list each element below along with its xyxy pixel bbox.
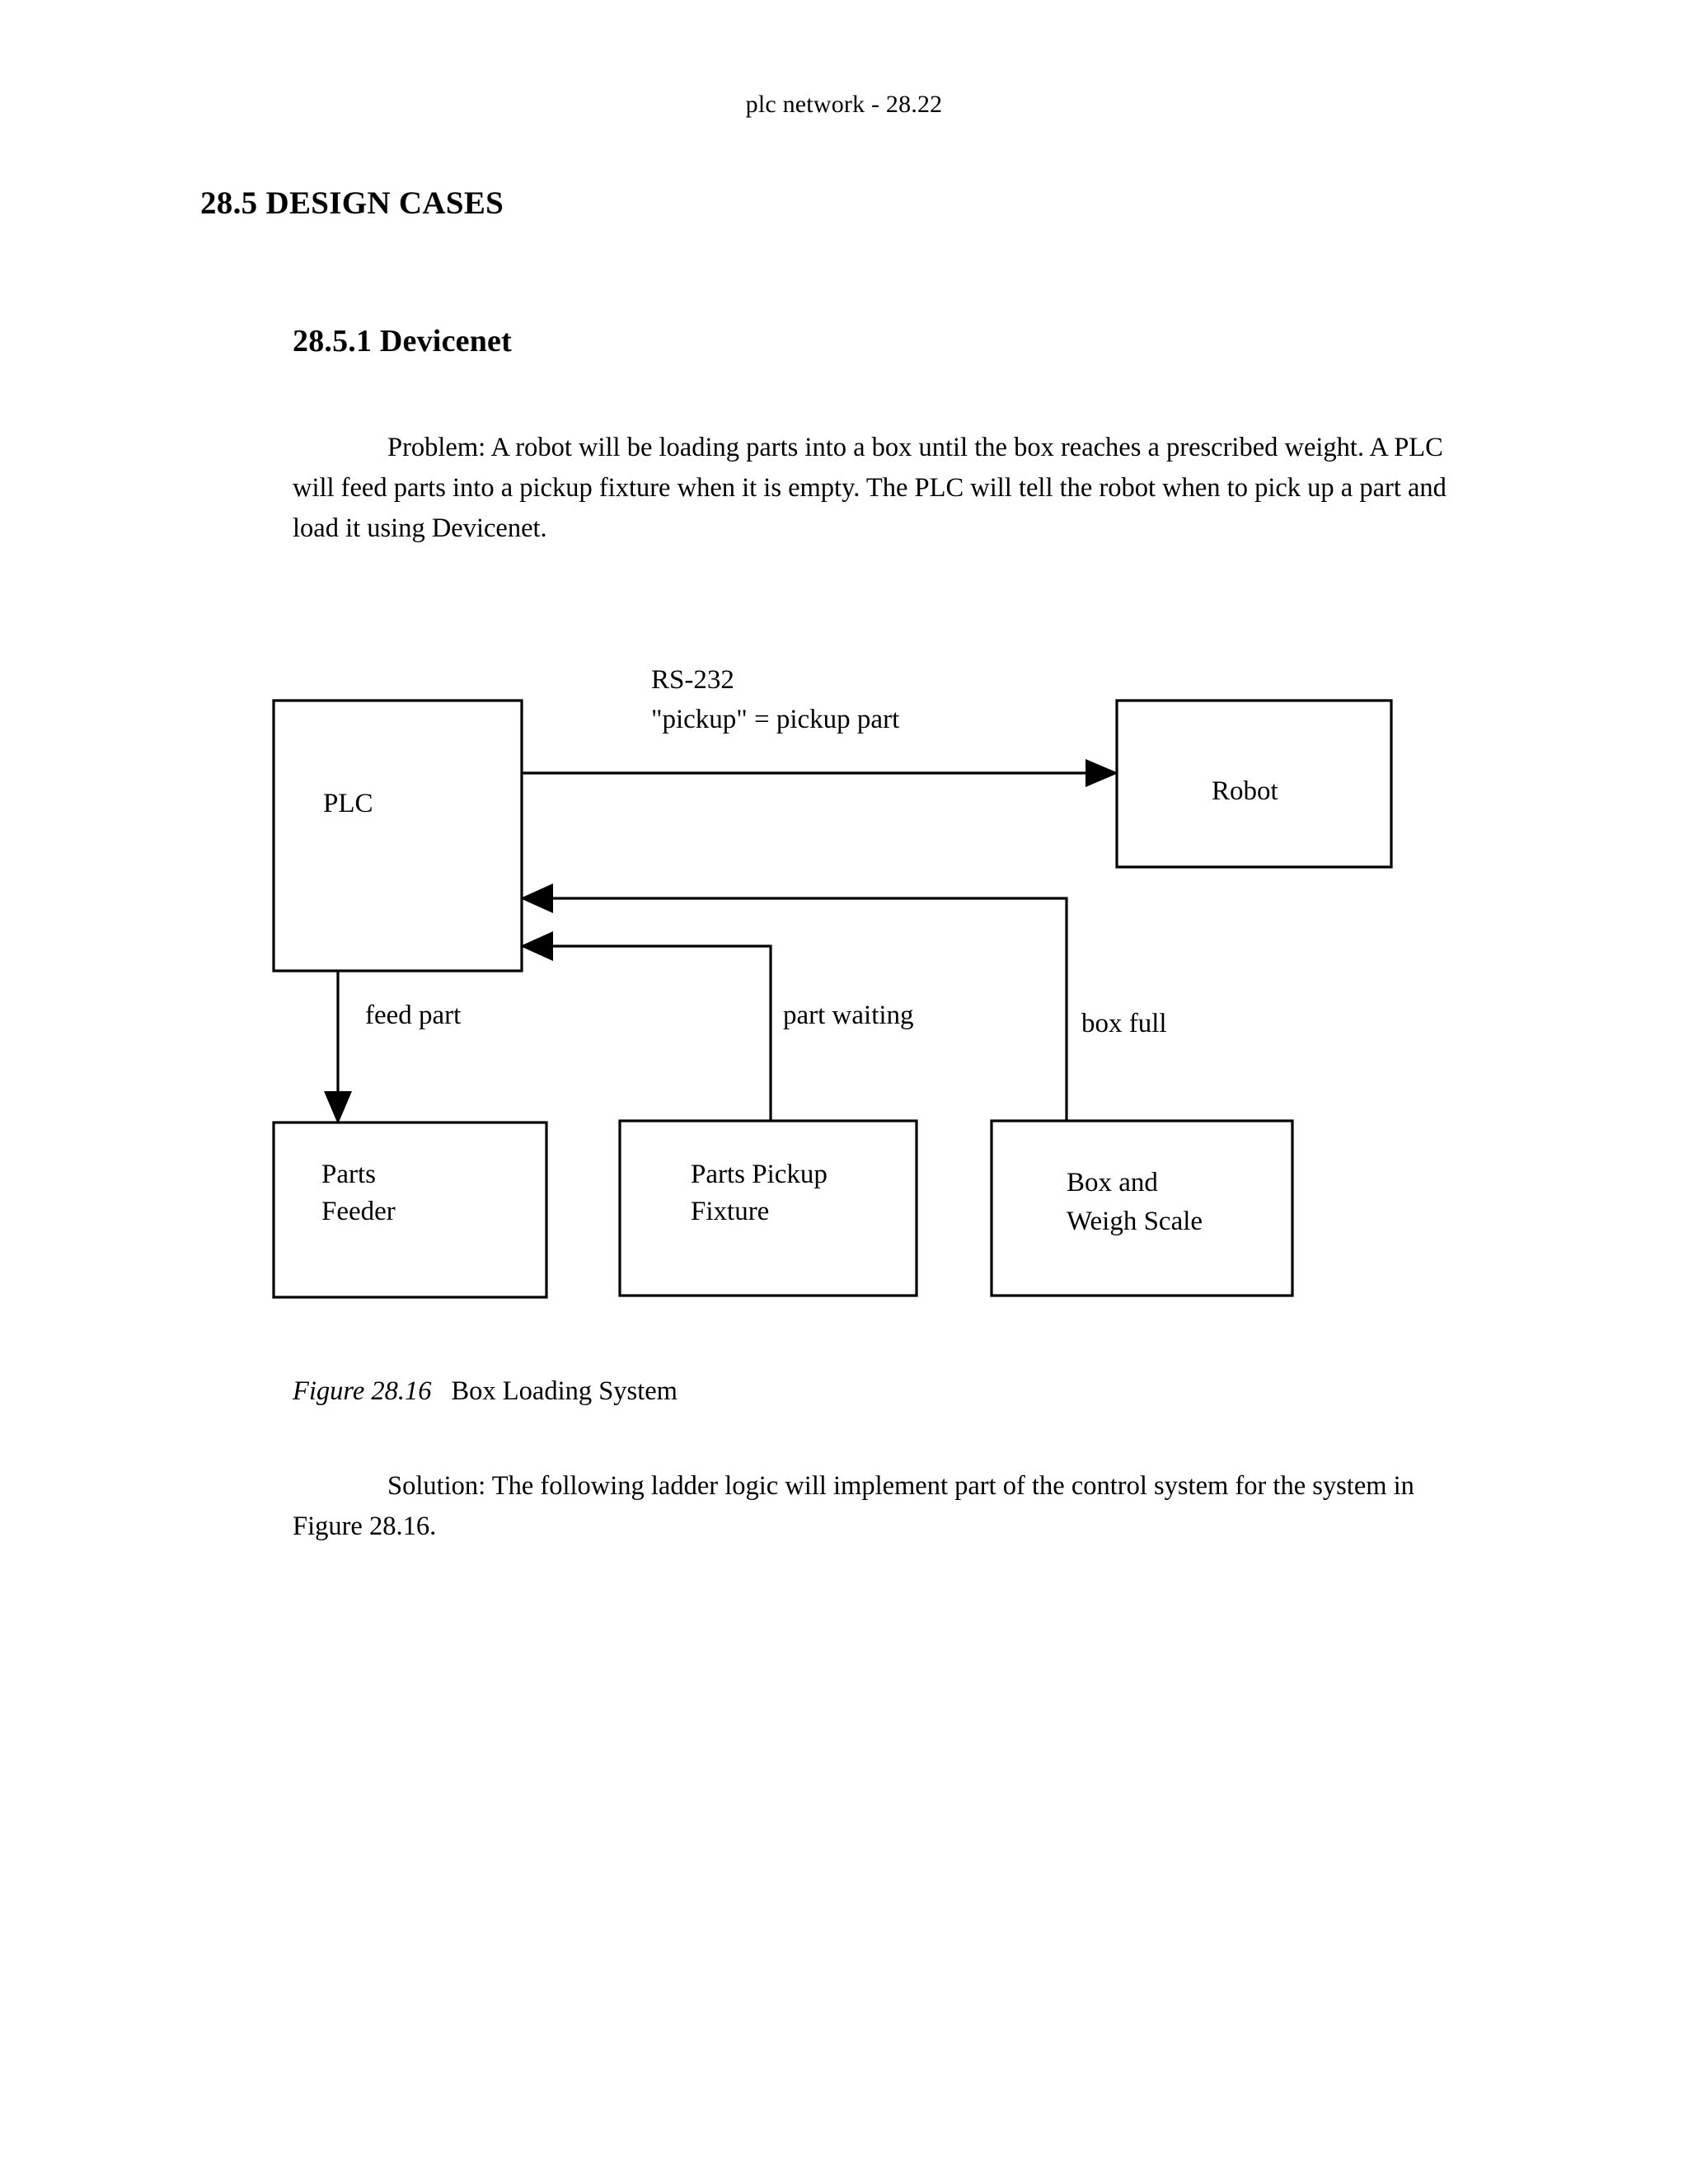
robot-label: Robot	[1212, 776, 1278, 806]
figure-box-loading-system: PLC Robot Parts Feeder Parts Pickup Fixt…	[0, 643, 1688, 1327]
box-full-line	[534, 897, 1068, 1121]
feed-part-label: feed part	[365, 1001, 461, 1030]
robot-box	[1115, 699, 1393, 869]
plc-to-robot-arrowhead	[1085, 759, 1118, 787]
problem-paragraph: Problem: A robot will be loading parts i…	[293, 433, 1447, 543]
section-heading: 28.5 DESIGN CASES	[200, 185, 504, 221]
parts-pickup-label-line2: Fixture	[691, 1197, 769, 1226]
figure-caption: Figure 28.16 Box Loading System	[293, 1376, 678, 1407]
subsection-heading: 28.5.1 Devicenet	[293, 324, 512, 359]
box-weigh-scale-box	[990, 1119, 1294, 1297]
part-waiting-label: part waiting	[783, 1001, 914, 1030]
part-waiting-arrowhead	[520, 931, 553, 961]
figure-caption-text: Box Loading System	[451, 1376, 678, 1406]
solution-paragraph: Solution: The following ladder logic wil…	[293, 1471, 1414, 1541]
box-scale-label-line2: Weigh Scale	[1067, 1207, 1203, 1236]
parts-pickup-fixture-box	[618, 1119, 918, 1297]
box-scale-label-line1: Box and	[1067, 1168, 1158, 1197]
rs232-label-line2: "pickup" = pickup part	[651, 705, 899, 734]
plc-box	[272, 699, 523, 972]
feed-part-arrowhead	[324, 1091, 352, 1124]
parts-feeder-box	[272, 1121, 548, 1299]
running-header: plc network - 28.22	[745, 91, 943, 118]
plc-label: PLC	[323, 789, 373, 818]
figure-caption-label: Figure 28.16	[293, 1376, 432, 1406]
part-waiting-line	[534, 944, 772, 1121]
parts-feeder-label-line1: Parts	[321, 1160, 376, 1189]
box-full-arrowhead	[520, 883, 553, 913]
parts-feeder-label-line2: Feeder	[321, 1197, 396, 1226]
rs232-label-line1: RS-232	[651, 665, 734, 695]
box-full-label: box full	[1081, 1009, 1167, 1038]
parts-pickup-label-line1: Parts Pickup	[691, 1160, 828, 1189]
